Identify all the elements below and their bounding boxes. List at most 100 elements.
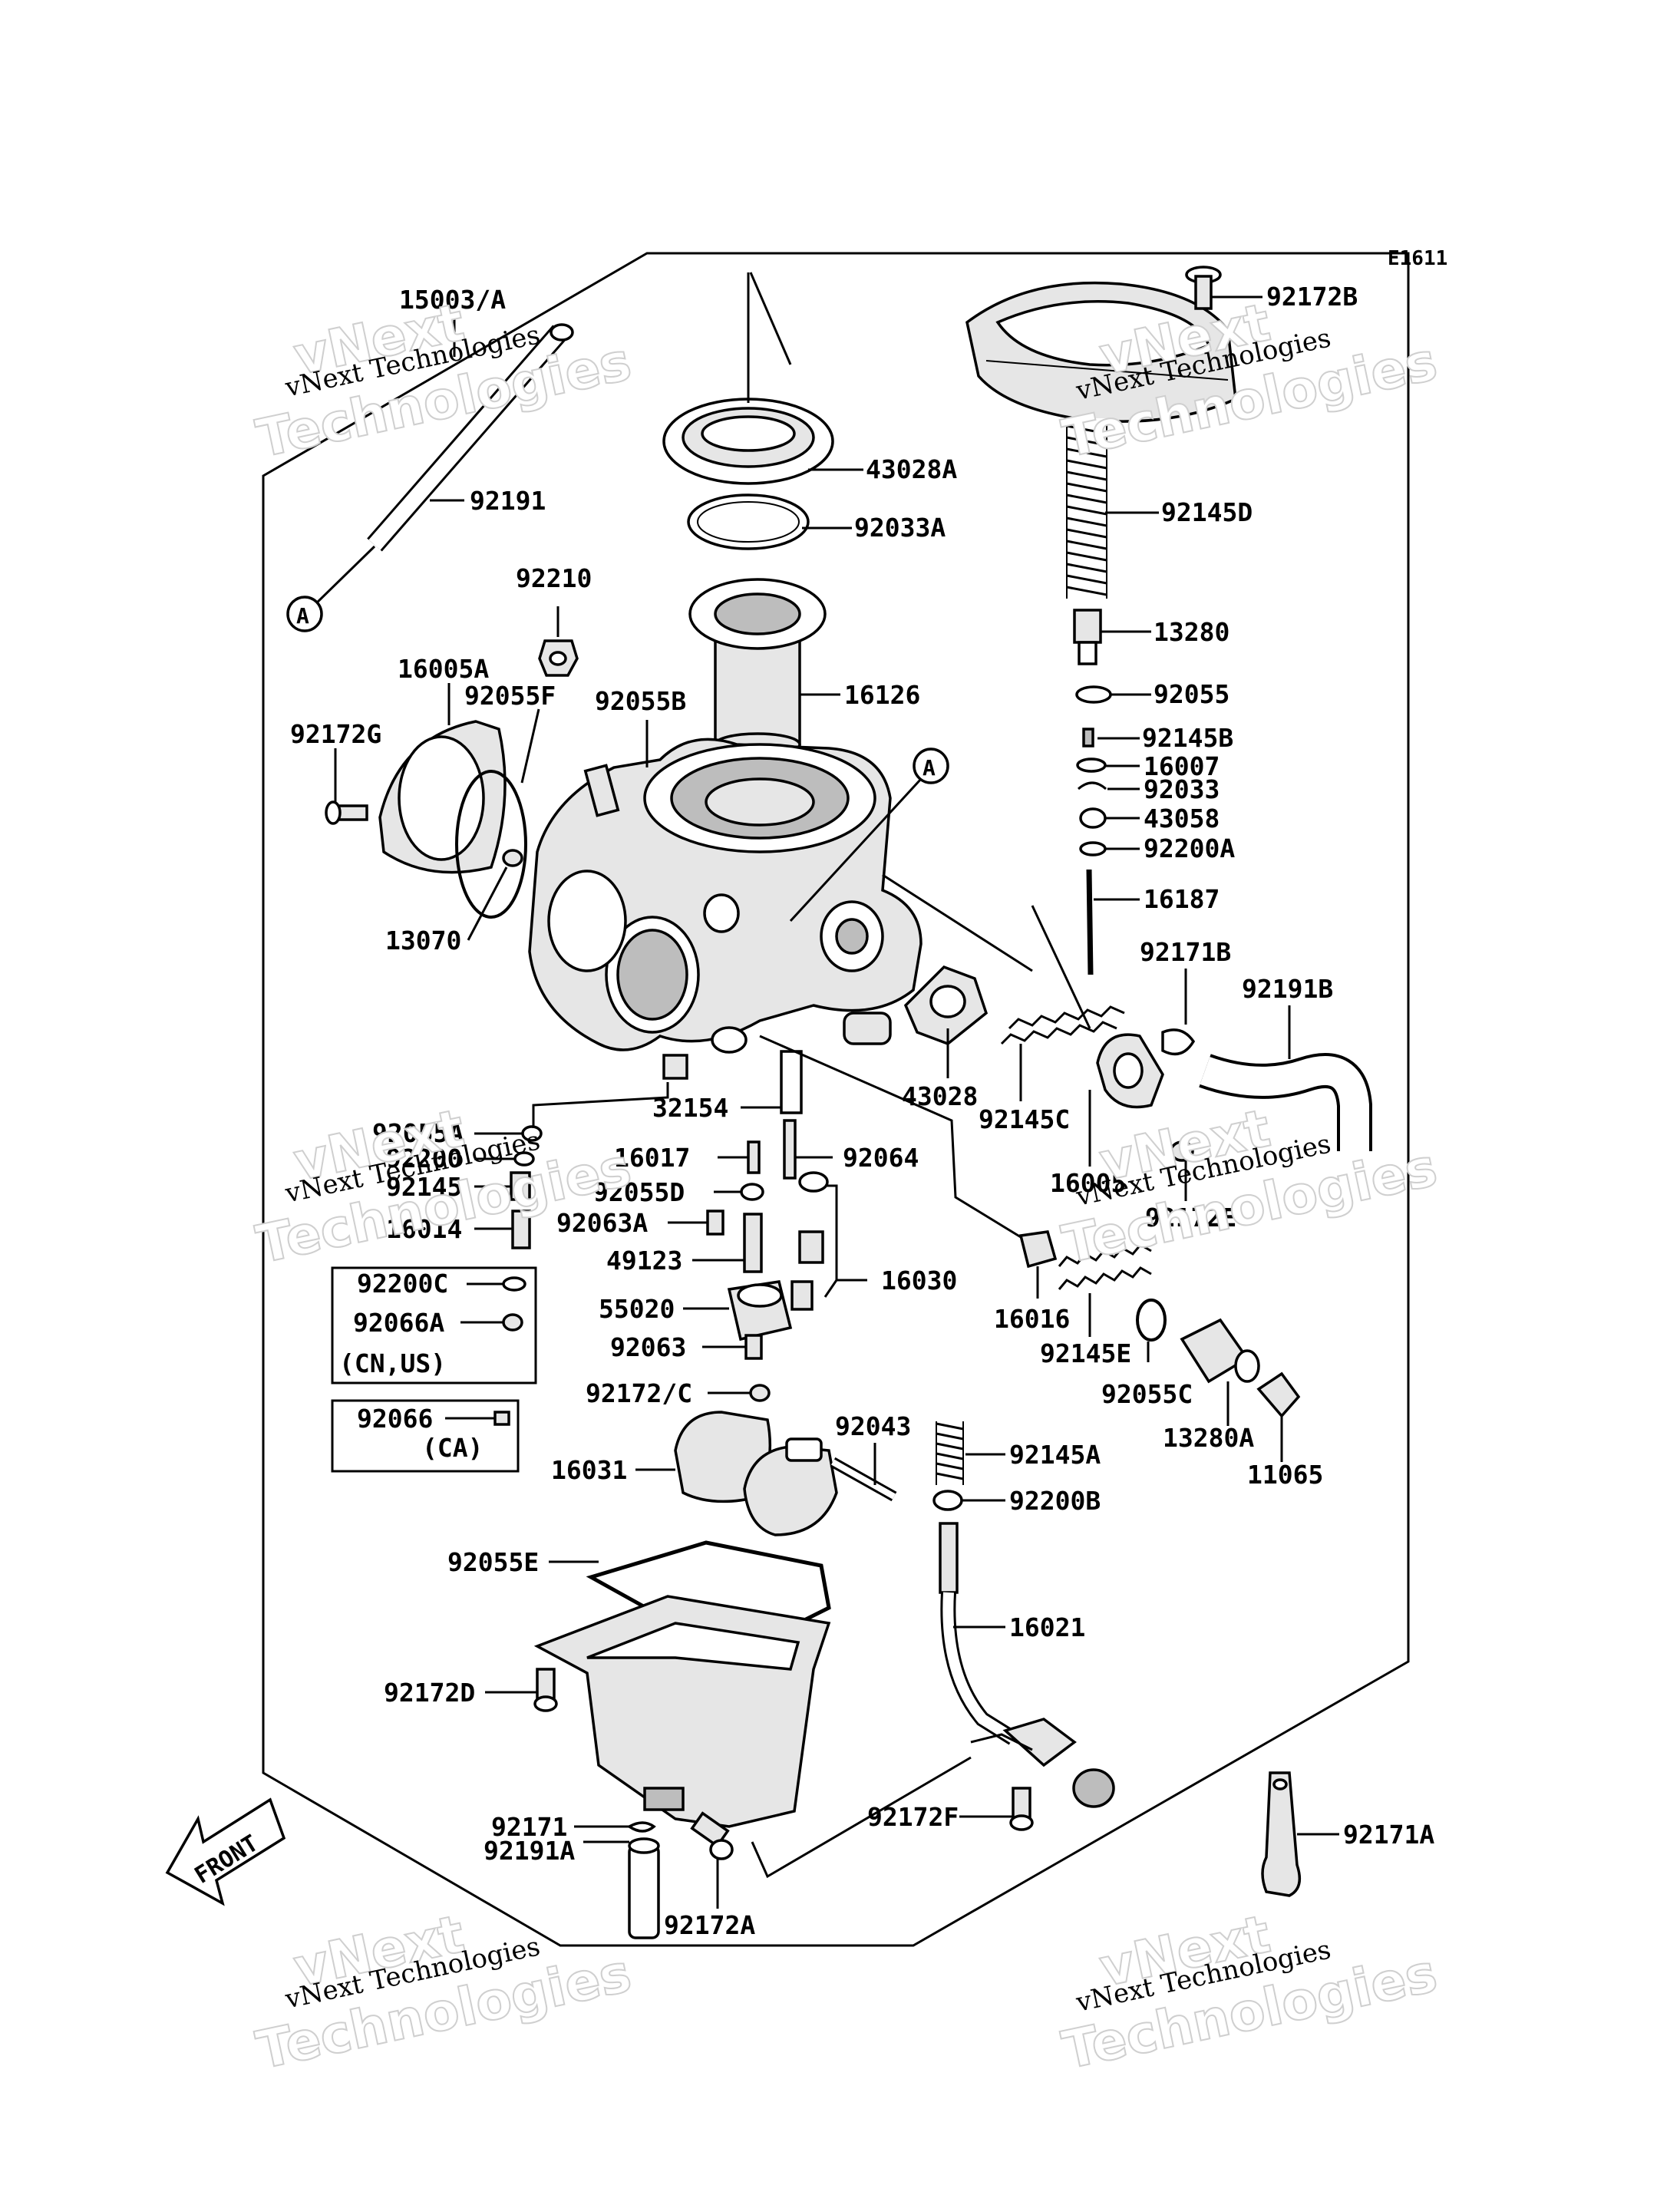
callout-a-right-text: A	[923, 755, 936, 781]
part-49123-needle-jet	[743, 1213, 763, 1273]
part-screw-92172f	[1009, 1787, 1034, 1831]
watermark-bottom-left: vNext Technologies vNext Technologies	[251, 1903, 638, 2082]
label-92145: 92145	[386, 1172, 462, 1202]
label-16014: 16014	[386, 1214, 462, 1244]
part-hose-92191b	[1199, 1053, 1372, 1151]
part-jet-13280	[1073, 609, 1102, 665]
label-13280a: 13280A	[1163, 1423, 1254, 1453]
label-16030: 16030	[881, 1266, 957, 1295]
label-92055a: 92055A	[372, 1118, 464, 1148]
label-92171a: 92171A	[1343, 1820, 1434, 1850]
label-43058: 43058	[1144, 804, 1220, 833]
part-labels: 15003/A 92191 43028A 92033A 92172B 92055…	[290, 282, 1434, 1940]
part-choke-16005	[1096, 1033, 1164, 1109]
line-body-to-16187	[882, 873, 1033, 972]
label-92043: 92043	[835, 1411, 911, 1441]
label-16005: 16005	[1050, 1168, 1126, 1198]
assembly-frame	[262, 252, 1410, 1947]
part-spring-92145a	[936, 1421, 964, 1485]
label-92172g: 92172G	[290, 719, 381, 749]
variant-box-ca	[331, 1399, 520, 1473]
line-body-to-92055a	[532, 1082, 669, 1128]
label-16126: 16126	[844, 680, 920, 710]
label-92145b: 92145B	[1142, 723, 1233, 753]
diagram-code: E1611	[1388, 247, 1447, 270]
part-spring-92145d	[1066, 418, 1107, 602]
label-92200: 92200	[386, 1144, 462, 1173]
label-92066a: 92066A	[353, 1308, 444, 1338]
label-16016: 16016	[994, 1304, 1070, 1334]
part-clip-92171	[626, 1821, 656, 1833]
line-16187-to-16005	[1031, 905, 1091, 1029]
part-92066	[493, 1411, 510, 1426]
label-92172a: 92172A	[664, 1910, 755, 1940]
label-92064: 92064	[843, 1143, 919, 1173]
part-92066a	[502, 1313, 523, 1332]
label-16021: 16021	[1009, 1612, 1085, 1642]
label-92055e: 92055E	[447, 1547, 539, 1577]
label-92191b: 92191B	[1242, 974, 1333, 1004]
label-92033a: 92033A	[854, 513, 946, 543]
label-16031: 16031	[551, 1455, 627, 1485]
part-screw-92172a	[690, 1811, 734, 1860]
part-16030-valve	[790, 1171, 829, 1311]
part-spring-92145c	[1000, 1005, 1125, 1045]
label-92066: 92066	[357, 1404, 433, 1434]
part-32154-tube	[780, 1050, 803, 1114]
label-92200b: 92200B	[1009, 1486, 1101, 1516]
label-43028a: 43028A	[866, 454, 957, 484]
variant-box-cn-us	[331, 1266, 537, 1384]
label-92145e: 92145E	[1040, 1338, 1131, 1368]
label-43028: 43028	[902, 1081, 978, 1111]
line-body-to-16016	[759, 1035, 1025, 1241]
label-92063: 92063	[610, 1332, 686, 1362]
label-cn-us: (CN,US)	[339, 1348, 446, 1378]
label-16187: 16187	[1144, 884, 1220, 914]
label-92033: 92033	[1144, 774, 1220, 804]
part-plate-43028	[903, 965, 989, 1045]
label-92191a: 92191A	[484, 1836, 575, 1866]
part-diaphragm-43028a	[662, 272, 834, 485]
part-floats-16031	[674, 1411, 838, 1536]
label-92200a: 92200A	[1144, 833, 1235, 863]
part-92172c-screw	[749, 1384, 771, 1402]
label-16017: 16017	[614, 1143, 690, 1173]
part-strap-92171a	[1261, 1771, 1302, 1897]
part-11065-cap	[1256, 1371, 1301, 1418]
label-92055b: 92055B	[595, 686, 686, 716]
label-92210: 92210	[516, 563, 592, 593]
label-92055f: 92055F	[464, 681, 556, 711]
label-ca: (CA)	[422, 1433, 483, 1463]
part-92055d-ring	[740, 1183, 764, 1201]
label-92172b: 92172B	[1266, 282, 1358, 312]
label-49123: 49123	[606, 1246, 682, 1276]
label-92200c: 92200C	[357, 1269, 448, 1299]
part-ring-92033a	[687, 493, 810, 550]
label-11065: 11065	[1247, 1460, 1323, 1490]
label-55020: 55020	[599, 1294, 675, 1324]
part-nut-92210	[538, 639, 579, 677]
callout-a-left: A	[286, 596, 323, 632]
part-92063a-jet	[706, 1210, 724, 1236]
part-92200-washer	[513, 1151, 535, 1167]
part-16017-jet	[747, 1140, 761, 1174]
label-92172e: 92172E	[1145, 1203, 1236, 1233]
watermark-bottom-right: vNext Technologies vNext Technologies	[1057, 1903, 1444, 2082]
part-92145e-spring	[1058, 1243, 1152, 1290]
label-16007: 16007	[1144, 751, 1220, 781]
label-92055d: 92055D	[593, 1177, 685, 1207]
part-92200c	[502, 1276, 526, 1292]
part-92063-jet	[744, 1334, 763, 1360]
part-16016-valve	[1018, 1230, 1058, 1269]
part-carburetor-body	[528, 738, 923, 1080]
part-float-bowl	[533, 1595, 831, 1828]
label-13280: 13280	[1154, 617, 1229, 647]
part-piston-16126	[688, 578, 827, 757]
part-screw-92172e	[1170, 1140, 1194, 1162]
label-92172-c: 92172/C	[586, 1378, 692, 1408]
leader-lines	[334, 295, 1339, 1909]
label-92055c: 92055C	[1101, 1379, 1193, 1409]
part-top-cover	[965, 281, 1237, 423]
watermark-mid-left: vNext Technologies vNext Technologies	[251, 1097, 638, 1276]
